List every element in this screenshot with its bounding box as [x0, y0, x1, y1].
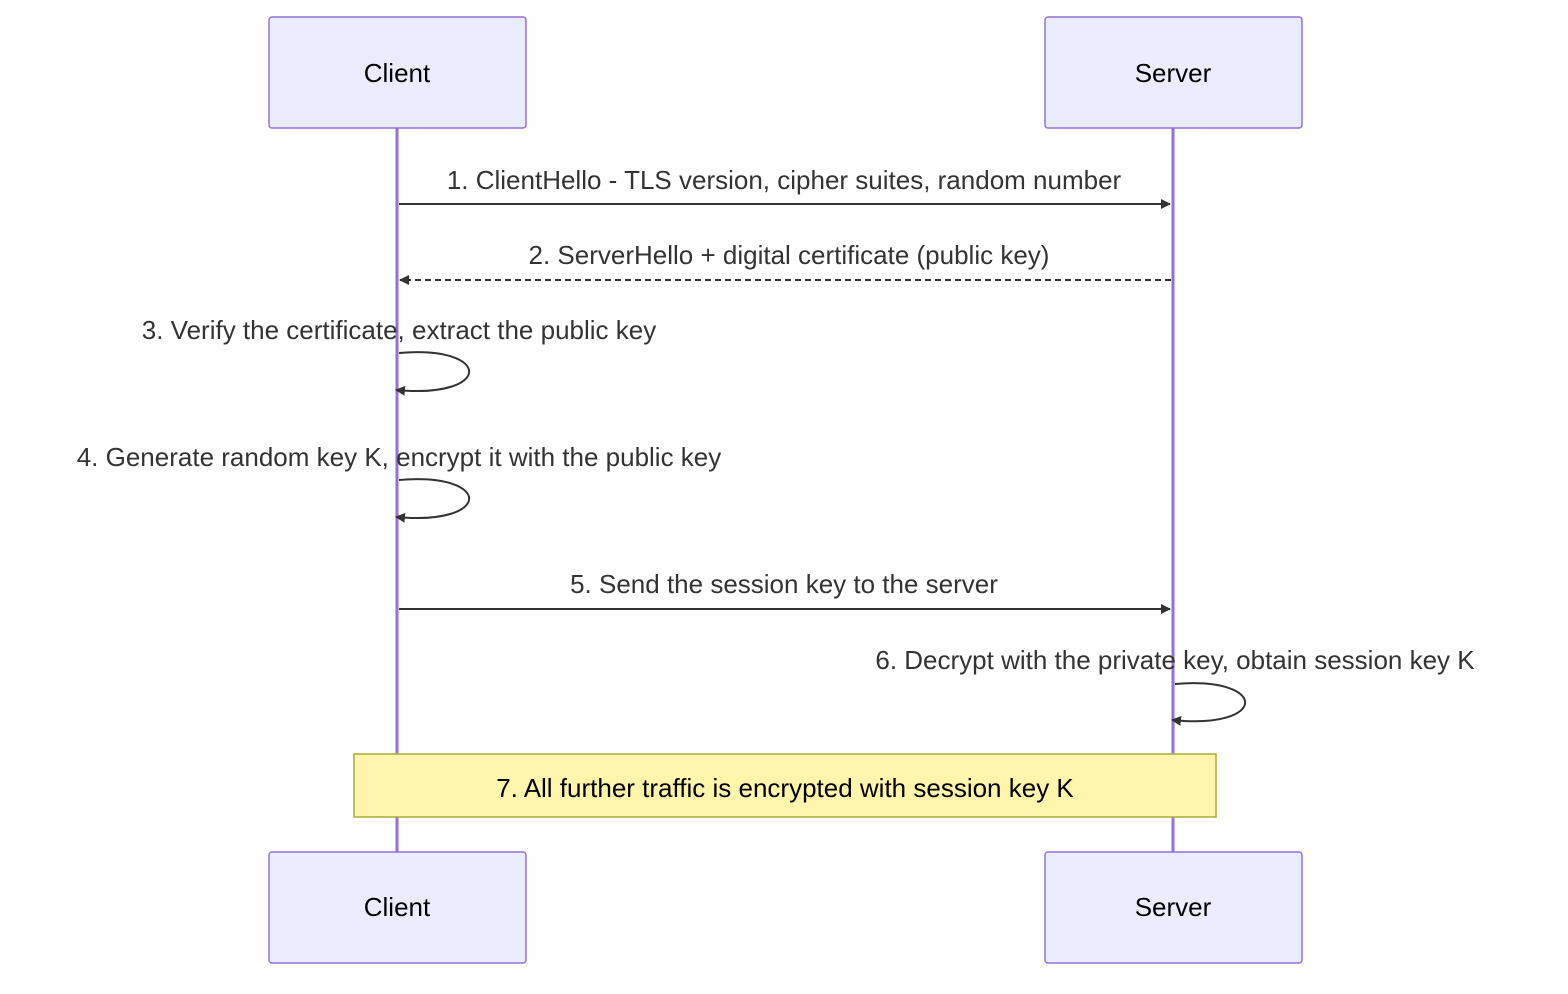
- message-1-label: 1. ClientHello - TLS version, cipher sui…: [447, 165, 1122, 195]
- message-5: 5. Send the session key to the server: [399, 569, 1171, 614]
- actor-server-top: Server: [1044, 16, 1303, 129]
- message-3-loop: [395, 351, 471, 396]
- actor-client-top: Client: [268, 16, 527, 129]
- message-6: 6. Decrypt with the private key, obtain …: [875, 645, 1475, 726]
- message-4-loop: [395, 478, 471, 523]
- message-4: 4. Generate random key K, encrypt it wit…: [77, 442, 722, 523]
- note-7: 7. All further traffic is encrypted with…: [353, 753, 1217, 818]
- message-1: 1. ClientHello - TLS version, cipher sui…: [399, 165, 1171, 209]
- actor-server-bottom-label: Server: [1135, 892, 1212, 922]
- actor-client-bottom-label: Client: [364, 892, 431, 922]
- note-7-label: 7. All further traffic is encrypted with…: [496, 773, 1074, 803]
- message-3: 3. Verify the certificate, extract the p…: [142, 315, 656, 396]
- message-6-label: 6. Decrypt with the private key, obtain …: [875, 645, 1475, 675]
- message-2: 2. ServerHello + digital certificate (pu…: [399, 240, 1171, 285]
- message-6-loop: [1171, 682, 1247, 726]
- actor-server-bottom: Server: [1044, 851, 1303, 964]
- message-5-label: 5. Send the session key to the server: [570, 569, 998, 599]
- actor-client-top-label: Client: [364, 58, 431, 88]
- message-2-label: 2. ServerHello + digital certificate (pu…: [529, 240, 1050, 270]
- message-3-label: 3. Verify the certificate, extract the p…: [142, 315, 656, 345]
- actor-client-bottom: Client: [268, 851, 527, 964]
- message-4-label: 4. Generate random key K, encrypt it wit…: [77, 442, 722, 472]
- actor-server-top-label: Server: [1135, 58, 1212, 88]
